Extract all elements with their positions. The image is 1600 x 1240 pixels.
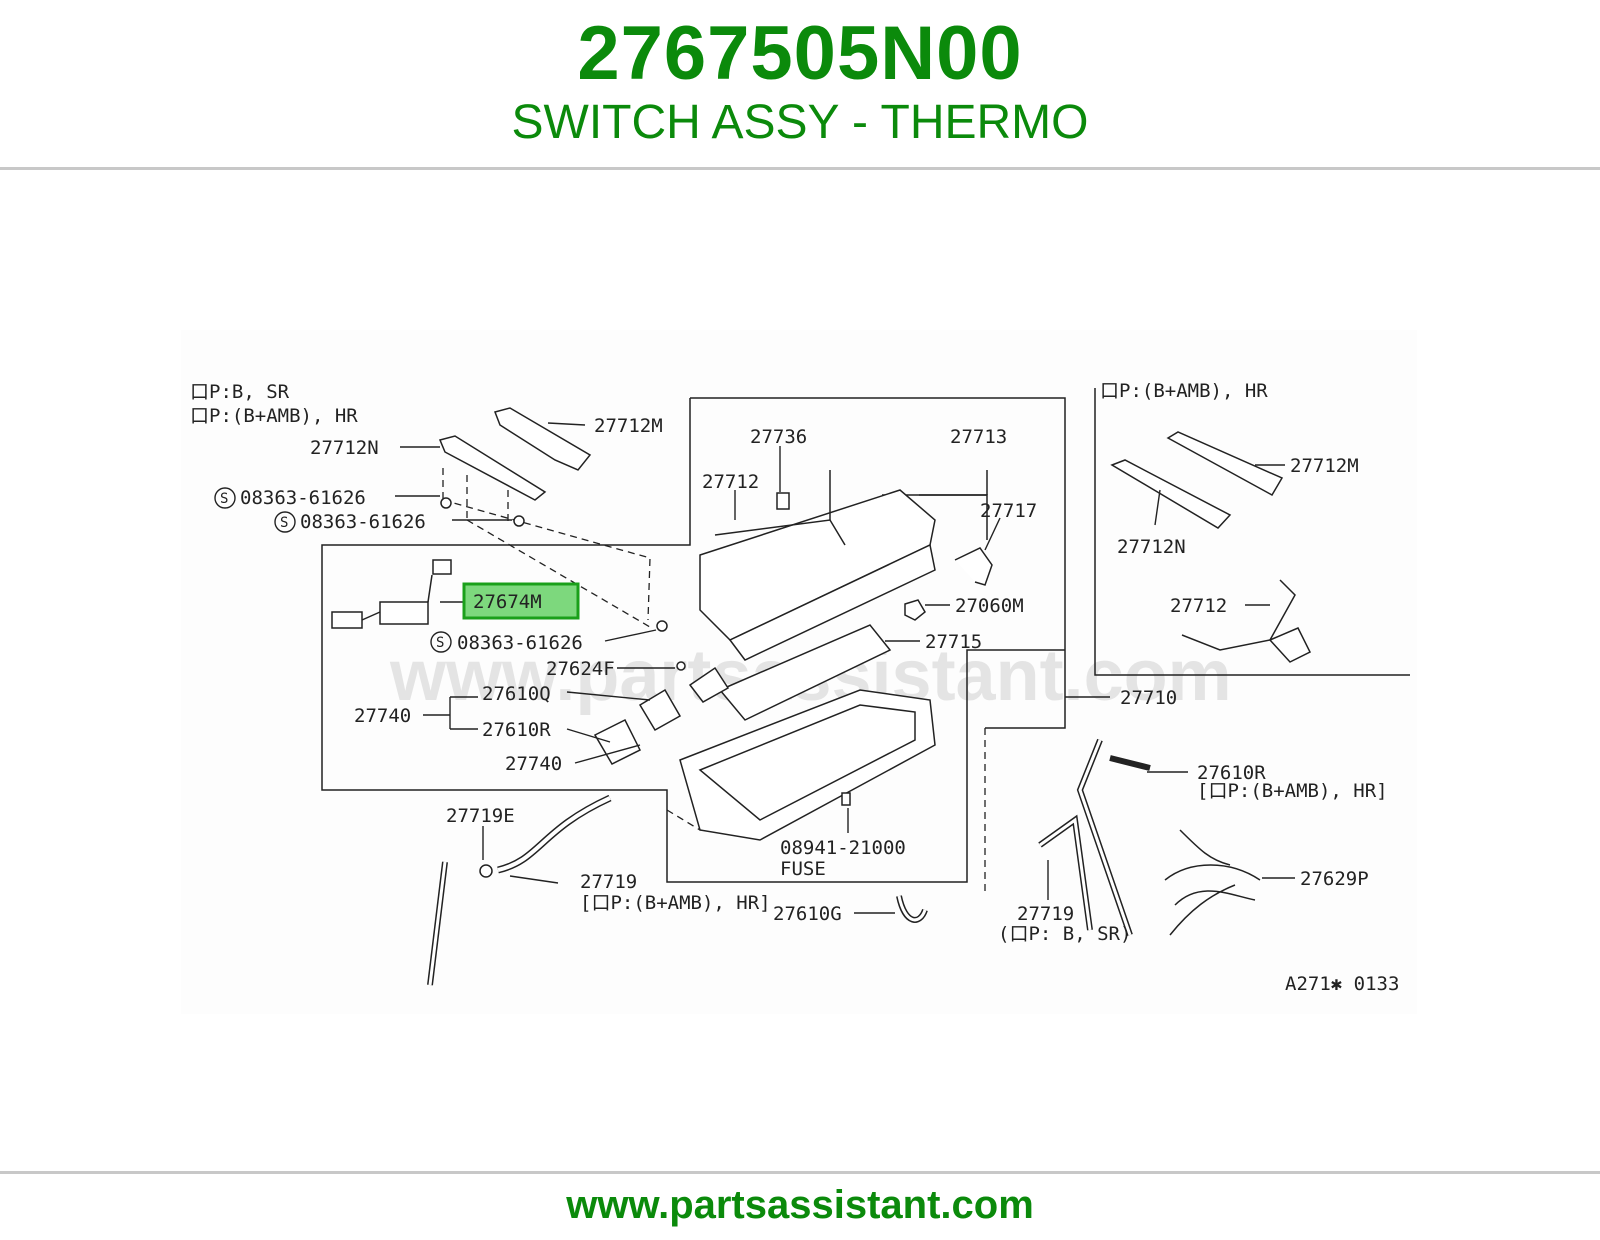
label-27736: 27736 [750, 426, 807, 448]
label-27629P: 27629P [1300, 868, 1369, 890]
part-27712N-right [1110, 459, 1232, 529]
screw-08363-c [656, 620, 668, 632]
part-27710-lower-case [679, 689, 936, 841]
part-name-subtitle: SWITCH ASSY - THERMO [511, 96, 1089, 149]
label-08941-21000: 08941-21000 [780, 837, 906, 859]
screw-08363-b [513, 515, 525, 527]
part-27717-sensor [954, 547, 993, 586]
note-op-b-amb-hr-right: 口P:(B+AMB), HR [1100, 380, 1268, 402]
label-27715: 27715 [925, 631, 982, 653]
label-27610Q: 27610Q [482, 683, 551, 705]
label-27610R-center: 27610R [482, 719, 551, 741]
part-shapes [331, 407, 1312, 986]
label-27719E: 27719E [446, 805, 515, 827]
label-27712N-right: 27712N [1117, 536, 1186, 558]
label-27060M: 27060M [955, 595, 1024, 617]
note-fuse: FUSE [780, 858, 826, 880]
part-27060M-cap [904, 599, 926, 621]
footer-website-link[interactable]: www.partsassistant.com [566, 1183, 1034, 1227]
part-27624F [676, 661, 686, 671]
exploded-view-drawing: www.partsassistant.com [190, 380, 1410, 995]
drawing-id: A271✱ 0133 [1285, 973, 1399, 995]
label-27719-right: 27719 [1017, 903, 1074, 925]
part-27712-right-bracket [1268, 627, 1312, 663]
part-27712M-left [494, 407, 592, 471]
part-27610R-knob [593, 718, 642, 765]
note-op-27719-b-sr: (口P: B, SR) [998, 923, 1131, 945]
part-08941-fuse [841, 792, 851, 806]
page-header: 2767505N00 SWITCH ASSY - THERMO [0, 0, 1600, 168]
part-27740-knob-upper [688, 666, 730, 703]
label-27712M-left: 27712M [594, 415, 663, 437]
screw-spec-markers [214, 487, 452, 653]
note-op-b-sr: 口P:B, SR [190, 381, 290, 403]
label-27712-right: 27712 [1170, 595, 1227, 617]
label-27719-left: 27719 [580, 871, 637, 893]
footer-divider [0, 1171, 1600, 1174]
label-27713: 27713 [950, 426, 1007, 448]
part-27713-upper-case-lower-edge [728, 543, 936, 661]
parts-diagram: www.partsassistant.com [181, 330, 1417, 1014]
label-27674M: 27674M [473, 591, 542, 613]
label-27710: 27710 [1120, 687, 1177, 709]
highlight-27674M [462, 582, 580, 620]
screw-08363-a [440, 497, 452, 509]
note-op-b-amb-hr-left: 口P:(B+AMB), HR [190, 405, 358, 427]
label-27712N-left: 27712N [310, 437, 379, 459]
label-27740-left: 27740 [354, 705, 411, 727]
note-op-27610R: [口P:(B+AMB), HR] [1197, 780, 1388, 802]
part-27715-duct [718, 624, 892, 721]
header-divider [0, 167, 1600, 170]
assembly-frame-lines [321, 388, 1410, 883]
label-27712-center: 27712 [702, 471, 759, 493]
note-op-27719: [口P:(B+AMB), HR] [580, 892, 771, 914]
label-27740-lower: 27740 [505, 753, 562, 775]
thermo-switch-plug [432, 559, 452, 575]
label-08363-c: 08363-61626 [457, 632, 583, 654]
screw-s-mark-a: S [220, 491, 228, 507]
label-27712M-right: 27712M [1290, 455, 1359, 477]
thermo-switch-connector [331, 611, 363, 629]
label-08363-a: 08363-61626 [240, 487, 366, 509]
part-27712M-right [1166, 431, 1284, 497]
screw-s-mark-c: S [436, 635, 444, 651]
part-27712N-left [438, 435, 547, 501]
thermo-switch-27674M [379, 601, 429, 625]
hose-clamp-27719E [479, 864, 493, 878]
label-27717: 27717 [980, 500, 1037, 522]
label-27624F: 27624F [546, 658, 615, 680]
label-08363-b: 08363-61626 [300, 511, 426, 533]
screw-s-mark-b: S [280, 515, 288, 531]
part-number-title: 2767505N00 [577, 11, 1023, 96]
label-27610G: 27610G [773, 903, 842, 925]
harness-27629P [1164, 829, 1261, 936]
label-27610R-right: 27610R [1197, 762, 1266, 784]
part-27736-clip [776, 492, 790, 510]
